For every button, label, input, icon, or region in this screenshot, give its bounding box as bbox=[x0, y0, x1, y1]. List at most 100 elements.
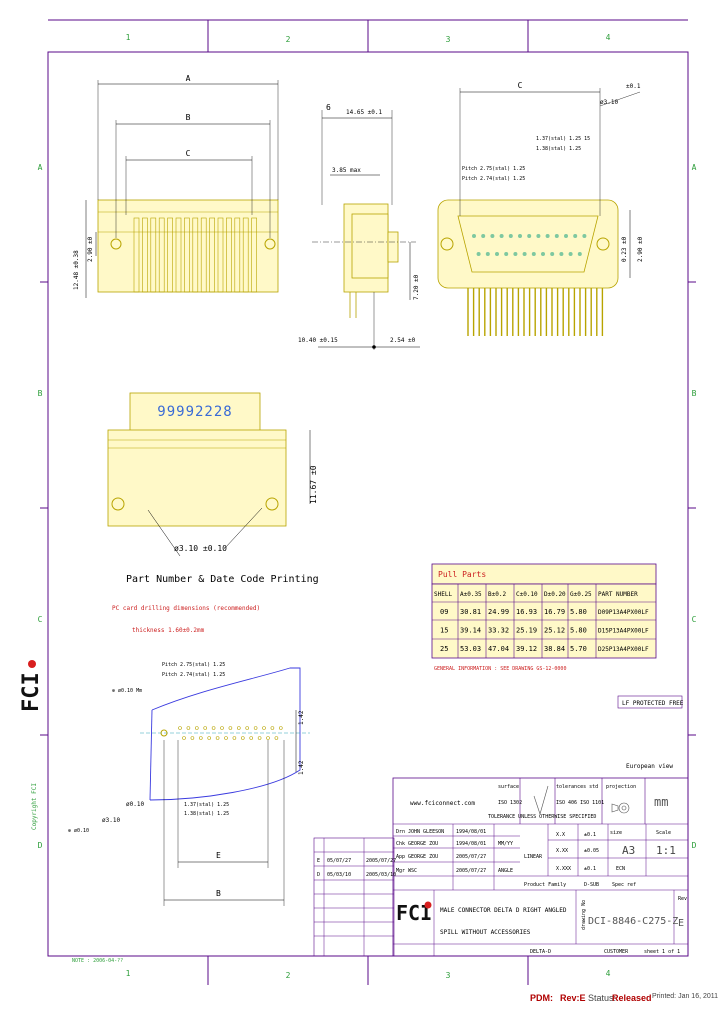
top-pin bbox=[209, 217, 215, 293]
contact-row-2 bbox=[504, 252, 509, 256]
top-view-pins bbox=[133, 217, 257, 293]
d-shaped-face bbox=[457, 215, 599, 273]
contact-row-1 bbox=[582, 234, 587, 238]
european-view-label: European view bbox=[626, 763, 673, 770]
top-pin bbox=[175, 217, 182, 293]
pcb-dim-0-10: ø0.10 bbox=[126, 801, 144, 808]
zone-row-C-right: C bbox=[692, 615, 697, 624]
revision-table: E 05/07/27 2005/07/27 D 05/03/10 2005/03… bbox=[313, 837, 396, 957]
general-note: GENERAL INFORMATION : SEE DRAWING GS-12-… bbox=[434, 666, 566, 672]
pcb-hole-row-2 bbox=[199, 736, 203, 740]
dim-7-20: 7.20 ±0 bbox=[413, 274, 420, 300]
iso-1302: ISO 1302 bbox=[498, 800, 522, 806]
table-cell: 09 bbox=[440, 608, 448, 616]
pdm-status-label: Status: bbox=[588, 993, 617, 1003]
front-view: C ±0.1 ø3.10 1.37(stal) 1.25 15 1.38(sta… bbox=[437, 81, 644, 336]
iso-406: ISO 406 ISO 1101 bbox=[556, 800, 604, 806]
pitch-mid-1: Pitch 2.75(stal) 1.25 bbox=[462, 166, 525, 172]
contact-row-2 bbox=[559, 252, 564, 256]
dim-height: 12.48 ±0.38 bbox=[73, 250, 80, 290]
zone-col-2: 2 bbox=[286, 35, 291, 44]
top-pin bbox=[226, 217, 232, 293]
date-field-3: ANGLE bbox=[498, 868, 513, 874]
engineering-drawing: 1 2 3 4 1 2 3 4 A B C D A B C D FCI Copy… bbox=[19, 19, 697, 985]
table-cell: 5.70 bbox=[570, 645, 587, 653]
contact-row-1 bbox=[554, 234, 559, 238]
top-pin bbox=[251, 217, 257, 293]
contact-row-1 bbox=[490, 234, 495, 238]
zone-col-4-bottom: 4 bbox=[606, 969, 611, 978]
pcb-pitch-1: Pitch 2.75(stal) 1.25 bbox=[162, 662, 225, 668]
pcb-hole-row-1 bbox=[220, 726, 224, 730]
bottom-hole-dim: ø3.10 ±0.10 bbox=[174, 544, 227, 553]
unit-label: mm bbox=[654, 795, 668, 809]
table-header-cell: B±0.2 bbox=[488, 591, 506, 598]
table-header-cell: G±0.25 bbox=[570, 591, 592, 598]
tolerance-note: TOLERANCE UNLESS OTHERWISE SPECIFIED bbox=[488, 814, 596, 820]
contact-row-1 bbox=[518, 234, 522, 238]
rev-row-1-letter: E bbox=[317, 858, 320, 864]
tolerances-label: tolerances std bbox=[556, 784, 598, 790]
drn-name: JOHN GLEESON bbox=[408, 829, 444, 835]
tol-col-4: ±0.05 bbox=[584, 848, 599, 854]
ecn-label: ECN bbox=[616, 866, 625, 872]
dim-2-54: 2.54 ±0 bbox=[390, 337, 416, 344]
pcb-layout: Pitch 2.75(stal) 1.25 Pitch 2.74(stal) 1… bbox=[68, 662, 310, 906]
tol-col-2: ±0.1 bbox=[584, 832, 596, 838]
mounting-hole-right bbox=[264, 238, 276, 250]
top-pin bbox=[200, 217, 207, 293]
pcb-hole-row-1 bbox=[270, 726, 275, 730]
printed-date: Printed: Jan 16, 2011 bbox=[652, 993, 719, 1000]
table-cell: 5.80 bbox=[570, 608, 587, 616]
chk-name: GEORGE ZOU bbox=[408, 841, 438, 847]
pcb-mount-hole bbox=[160, 729, 168, 737]
pcb-hole-row-2 bbox=[274, 736, 279, 740]
front-mounting-hole-right bbox=[596, 237, 610, 251]
zone-col-1-bottom: 1 bbox=[126, 969, 131, 978]
table-cell: 39.12 bbox=[516, 645, 537, 653]
pitch-mid-2: Pitch 2.74(stal) 1.25 bbox=[462, 176, 525, 182]
pcb-hole-row-2 bbox=[224, 736, 228, 740]
website: www.fciconnect.com bbox=[410, 800, 475, 807]
table-title: Pull Parts bbox=[438, 570, 486, 579]
contact-row-2 bbox=[541, 252, 545, 256]
pcb-hole-row-1 bbox=[203, 726, 207, 730]
surface-check-icon bbox=[533, 795, 541, 815]
drn-label: Drn bbox=[396, 829, 405, 835]
sheet-label: sheet 1 of 1 bbox=[644, 949, 680, 955]
table-cell: 30.81 bbox=[460, 608, 481, 616]
dim-2-90-top: 2.90 ±0 bbox=[87, 236, 94, 262]
contact-row-2 bbox=[577, 252, 582, 256]
top-pin bbox=[150, 217, 157, 293]
front-dim-0-23: 0.23 ±0 bbox=[621, 236, 628, 262]
dim-11-67: 11.67 ±0 bbox=[309, 465, 318, 504]
pdm-footer: PDM: Rev:E Status: Released Printed: Jan… bbox=[0, 985, 720, 1012]
mounting-hole-left bbox=[110, 238, 122, 250]
pitch-top-1: 1.37(stal) 1.25 15 bbox=[536, 136, 590, 142]
pcb-hole-row-2 bbox=[249, 736, 253, 740]
top-view: A B C 12.48 ±0.38 2.90 ±0 bbox=[73, 74, 279, 298]
pcb-pitch-3: 1.37(stal) 1.25 bbox=[184, 802, 229, 808]
table-cell: D25P13A4PX00LF bbox=[598, 646, 649, 653]
contact-row-1 bbox=[564, 234, 568, 238]
pcb-hole-row-1 bbox=[195, 726, 199, 730]
table-header-cell: SHELL bbox=[434, 591, 452, 598]
contact-row-2 bbox=[531, 252, 536, 256]
table-cell: 38.84 bbox=[544, 645, 565, 653]
dim-14-65: 14.65 ±0.1 bbox=[346, 109, 383, 116]
chk-label: Chk bbox=[396, 841, 405, 847]
pcb-drilling-note: PC card drilling dimensions (recommended… bbox=[112, 605, 260, 612]
front-view-legs bbox=[467, 288, 604, 336]
contact-row-1 bbox=[536, 234, 541, 238]
part-marking: 99992228 bbox=[157, 404, 232, 420]
format-value: A3 bbox=[622, 844, 635, 857]
zone-row-B: B bbox=[38, 389, 43, 398]
zone-col-1: 1 bbox=[126, 33, 131, 42]
pcb-hole-row-1 bbox=[245, 726, 249, 730]
svg-text:FCI: FCI bbox=[19, 672, 44, 712]
top-pin bbox=[217, 217, 224, 293]
mgr-date: 2005/07/27 bbox=[456, 868, 486, 874]
table-header-cell: A±0.35 bbox=[460, 591, 482, 598]
